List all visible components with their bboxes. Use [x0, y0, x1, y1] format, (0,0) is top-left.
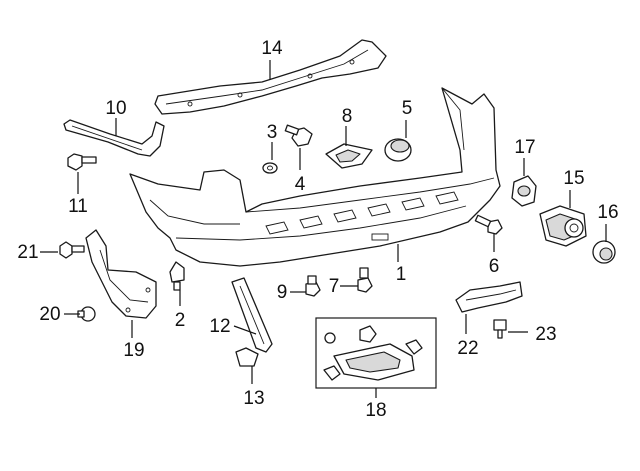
part-11-bolt [67, 153, 97, 171]
part-21-bolt [59, 241, 85, 259]
callout-17: 17 [514, 137, 535, 158]
callout-12: 12 [209, 316, 230, 337]
part-17-sensor-retainer [511, 175, 537, 207]
part-2-push-pin [169, 261, 185, 291]
callout-8: 8 [342, 106, 353, 127]
part-3-washer [262, 162, 278, 174]
callout-16: 16 [597, 202, 618, 223]
leader-lines [40, 60, 607, 398]
callout-3: 3 [267, 122, 278, 143]
part-9-bolt [305, 275, 321, 297]
part-6-bolt [474, 214, 503, 235]
part-4-bolt [284, 124, 313, 147]
part-22-step-pad [455, 281, 523, 313]
callout-22: 22 [457, 338, 478, 359]
part-13-clip [235, 347, 259, 367]
callout-labels: 1 2 3 4 5 6 7 8 9 10 11 12 13 14 15 16 1… [17, 38, 618, 421]
callout-10: 10 [105, 98, 126, 119]
part-18-inset [315, 317, 437, 389]
part-1-bumper-cover [129, 87, 501, 267]
part-14-reinforcement-beam [154, 39, 387, 115]
callout-6: 6 [489, 256, 500, 277]
callout-14: 14 [261, 38, 283, 59]
callout-13: 13 [243, 388, 264, 409]
callout-11: 11 [68, 196, 88, 217]
part-12-side-strip [231, 277, 273, 353]
part-20-clip [77, 306, 96, 322]
part-16-sensor-cap [592, 240, 616, 264]
callout-23: 23 [535, 324, 556, 345]
callout-18: 18 [365, 400, 386, 421]
callout-5: 5 [402, 98, 413, 119]
callout-7: 7 [329, 276, 340, 297]
part-5-grommet [384, 138, 412, 162]
callout-4: 4 [295, 174, 306, 195]
part-7-bolt [357, 267, 373, 293]
callout-9: 9 [277, 282, 288, 303]
part-10-bracket [63, 119, 165, 157]
callout-15: 15 [563, 168, 584, 189]
callout-2: 2 [175, 310, 186, 331]
part-8-bracket-plate [325, 143, 373, 169]
part-23-clip [493, 319, 507, 339]
callout-19: 19 [123, 340, 144, 361]
callout-20: 20 [39, 304, 60, 325]
part-15-parking-sensor [539, 205, 587, 247]
callout-21: 21 [17, 242, 38, 263]
callout-1: 1 [396, 264, 407, 285]
part-19-side-bracket [85, 229, 157, 319]
